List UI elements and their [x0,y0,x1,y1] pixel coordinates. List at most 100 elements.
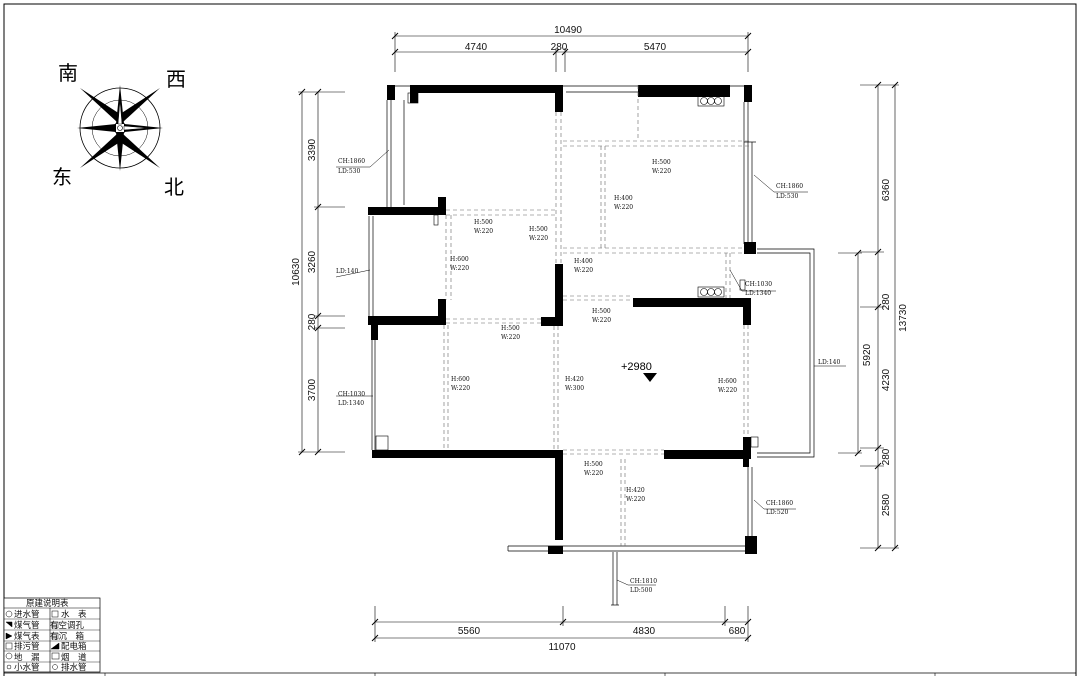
dim-top-a: 4740 [465,42,488,53]
dim-bottom-c: 680 [729,626,746,637]
drain-pipe-icon [52,664,58,670]
note-window-ne-ch: CH:1860 [776,183,803,190]
beam-label-1-h: H:500 [652,159,671,166]
compass-rose [77,85,163,171]
beam-label-5-h: H:600 [450,256,469,263]
beam-label-11-h: H:600 [718,378,737,385]
dim-top-c: 5470 [644,42,667,53]
note-mid-right-ch: CH:1030 [745,281,772,288]
dim-bottom-b: 4830 [633,626,656,637]
compass-west-label: 西 [166,67,186,91]
dim-left-total: 10630 [291,258,302,286]
legend-title: 原建说明表 [26,598,69,609]
dim-right-a: 6360 [881,178,892,201]
legend-row6-right: 排水管 [61,662,87,673]
elevation-label: +2980 [621,361,652,373]
legend-row2-left: 煤气管 [14,620,40,631]
note-bottom-ld: LD:500 [630,587,652,594]
legend-row1-left: 进水管 [14,609,40,620]
note-window-ne-ld: LD:530 [776,193,798,200]
beam-label-1-w: W:220 [652,168,671,175]
dim-left-a: 3390 [307,138,318,161]
dim-bottom-a: 5560 [458,626,481,637]
beam-label-5-w: W:220 [450,265,469,272]
legend-table: 原建说明表 进水管 水 表 煤气管 有空调孔 煤气表 有沉 箱 排污管 配电箱 … [3,597,101,673]
drawing-frame [3,3,1077,676]
legend-row2-right: 有空调孔 [50,620,85,631]
fixtures [375,85,759,451]
beam-label-8-h: H:500 [501,325,520,332]
beam-label-12-h: H:500 [584,461,603,468]
beam-label-6-h: H:400 [574,258,593,265]
beam-label-10-w: W:300 [565,385,584,392]
note-lower-left-ch: CH:1030 [338,391,365,398]
note-window-nw-ch: CH:1860 [338,158,365,165]
legend-row3-left: 煤气表 [14,631,40,642]
beam-label-10-h: H:420 [565,376,584,383]
distribution-box-icon [50,642,60,650]
leader-lines [335,149,846,586]
note-lower-left-ld: LD:1340 [338,400,364,407]
compass-east-label: 东 [52,165,72,189]
legend-row5-right: 烟 道 [61,652,87,663]
dim-left-b: 3260 [307,250,318,273]
note-lower-right-ld: LD:520 [766,509,788,516]
beam-label-4-h: H:500 [529,226,548,233]
beam-label-2-w: W:220 [614,204,633,211]
dim-left-d: 3700 [307,378,318,401]
note-balcony-ld: LD:140 [818,359,840,366]
dim-right-b: 280 [881,293,892,310]
note-bottom-ch: CH:1810 [630,578,657,585]
sewage-pipe-icon [5,642,13,650]
note-lower-right-ch: CH:1860 [766,500,793,507]
elevation-triangle-icon [643,373,657,382]
dim-top-b: 280 [551,42,568,53]
beam-label-3-h: H:500 [474,219,493,226]
dim-right-d: 280 [881,448,892,465]
ac-hole-icon [51,621,59,629]
water-meter-icon [51,610,59,618]
annotations: CH:1860 LD:530 CH:1860 LD:530 LD:140 CH:… [336,158,840,594]
water-inlet-icon [5,610,13,618]
thin-walls [368,85,815,606]
dim-left-c: 280 [307,313,318,330]
beam-label-13-w: W:220 [626,496,645,503]
beam-label-6-w: W:220 [574,267,593,274]
dim-top-total: 10490 [554,25,582,36]
dimension-lines [298,32,899,642]
beam-label-3-w: W:220 [474,228,493,235]
legend-row1-right: 水 表 [61,609,87,620]
note-window-nw-ld: LD:530 [338,168,360,175]
dim-right-c: 4230 [881,368,892,391]
beam-label-2-h: H:400 [614,195,633,202]
gas-pipe-icon [5,621,13,628]
dim-right-total: 13730 [898,304,909,332]
beam-label-11-w: W:220 [718,387,737,394]
compass-south-label: 南 [58,61,78,85]
flue-icon [51,652,60,660]
dimension-ticks [298,32,899,642]
beam-label-12-w: W:220 [584,470,603,477]
beam-label-4-w: W:220 [529,235,548,242]
sunken-box-icon [51,632,59,640]
gas-meter-icon [5,632,13,640]
legend-row4-right: 配电箱 [61,641,87,652]
legend-row3-right: 有沉 箱 [50,631,85,642]
beam-label-7-h: H:500 [592,308,611,315]
floor-drain-icon [5,652,13,660]
note-left-ld: LD:140 [336,268,358,275]
legend-row4-left: 排污管 [14,641,40,652]
dim-right-e: 2580 [881,493,892,516]
compass-north-label: 北 [164,175,184,199]
structural-walls [368,85,757,554]
beam-label-7-w: W:220 [592,317,611,324]
beams [443,85,752,546]
beam-label-9-w: W:220 [451,385,470,392]
beam-label-9-h: H:600 [451,376,470,383]
dim-bottom-total: 11070 [548,642,576,653]
dim-right-inner: 5920 [862,343,873,366]
legend-row5-left: 地 漏 [14,652,40,663]
legend-row6-left: 小水管 [14,662,40,673]
note-mid-right-ld: LD:1340 [745,290,771,297]
